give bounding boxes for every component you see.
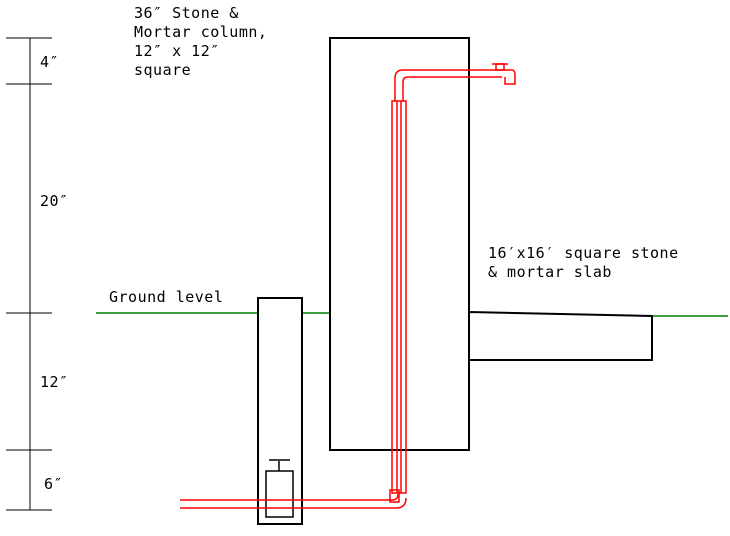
faucet-handle (495, 63, 505, 71)
spout-pipe-top-edge (394, 69, 502, 101)
spout-pipe-bottom-edge (402, 76, 502, 101)
valve (265, 459, 294, 518)
column-label-line2: Mortar column, (134, 23, 268, 41)
faucet-spout (502, 69, 516, 85)
ground-level-label: Ground level (109, 288, 224, 306)
dimension-label-lower: 12″ (40, 373, 69, 391)
supply-pipe-top-edge (180, 493, 399, 501)
slab-label-line2: & mortar slab (488, 263, 612, 281)
dimension-scale (6, 37, 52, 511)
slab-label-line1: 16′x16′ square stone (488, 244, 679, 262)
valve-body (265, 470, 294, 518)
pipe-elbow-bottom (389, 489, 400, 503)
dimension-label-bottom: 6″ (44, 475, 64, 493)
column-label-line3: 12″ x 12″ (134, 42, 220, 60)
column-label-line4: square (134, 61, 192, 79)
stone-column (329, 37, 470, 451)
water-pipe (180, 63, 516, 509)
supply-pipe-bottom-edge (180, 497, 407, 509)
stone-slab (468, 310, 653, 361)
riser-outer (391, 100, 407, 494)
dimension-label-top: 4″ (40, 53, 60, 71)
dimension-label-upper: 20″ (40, 192, 69, 210)
column-label-line1: 36″ Stone & (134, 4, 239, 22)
ground-level-line (96, 312, 728, 317)
valve-box (257, 297, 303, 525)
